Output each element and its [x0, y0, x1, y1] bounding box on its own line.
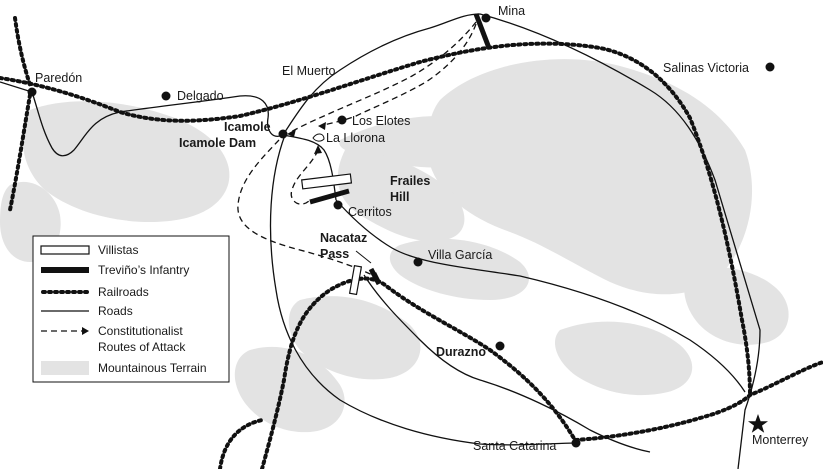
- town-dot-salinas-victoria: [765, 62, 775, 72]
- map-legend: Villistas Treviño’s Infantry Railroads R…: [32, 235, 230, 383]
- legend-villistas-swatch: [40, 245, 90, 255]
- legend-railroads-label: Railroads: [98, 285, 149, 299]
- label-los-elotes: Los Elotes: [352, 114, 410, 128]
- town-markers: [27, 13, 775, 448]
- railroad-north-main: [0, 41, 752, 397]
- trevino-frailes-bar: [309, 188, 350, 205]
- town-dot-durazno: [495, 341, 505, 351]
- monterrey-star-icon: [748, 414, 768, 433]
- terrain-durazno: [288, 296, 421, 380]
- label-salinas-victoria: Salinas Victoria: [663, 61, 749, 75]
- legend-trevino-swatch: [41, 267, 89, 273]
- nacataz-pointer: [355, 250, 372, 264]
- label-mina: Mina: [498, 4, 525, 18]
- trevino-mina-bar: [473, 13, 492, 49]
- label-frailes: Frailes: [390, 174, 430, 188]
- trevino-nacataz-bar: [368, 267, 382, 286]
- terrain-southwest: [234, 346, 345, 433]
- label-icamole-dam: Icamole Dam: [179, 136, 256, 150]
- railroad-paredon-north: [13, 16, 32, 87]
- town-dot-cerritos: [333, 200, 343, 210]
- label-pass: Pass: [320, 247, 349, 261]
- villistas-frailes-bar: [301, 173, 353, 190]
- town-dot-los-elotes: [337, 115, 347, 125]
- terrain-west-range: [22, 101, 230, 222]
- legend-routes-arrowhead: [82, 327, 89, 335]
- road-cerritos-monterrey: [335, 199, 746, 393]
- la-llorona-marker: [312, 133, 325, 142]
- label-villa-garcia: Villa García: [428, 248, 492, 262]
- town-dot-paredon: [27, 87, 37, 97]
- route-mina-icamole: [288, 21, 477, 134]
- railroad-paredon-south: [8, 93, 32, 212]
- route-west-loop: [237, 139, 379, 279]
- legend-trevino-label: Treviño’s Infantry: [98, 263, 189, 277]
- route-frailes-flank: [290, 149, 319, 205]
- label-hill: Hill: [390, 190, 409, 204]
- unit-positions: [301, 13, 492, 296]
- terrain-southeast: [555, 321, 693, 396]
- legend-mountains-label: Mountainous Terrain: [98, 361, 207, 375]
- town-dot-santa-catarina: [571, 438, 581, 448]
- town-dot-villa-garcia: [413, 257, 423, 267]
- terrain-frailes: [337, 150, 465, 242]
- villistas-nacataz-bar: [348, 264, 363, 296]
- label-el-muerto: El Muerto: [282, 64, 336, 78]
- railroad-southwest-spur: [218, 418, 264, 469]
- town-dot-delgado: [161, 91, 171, 101]
- railroads: [0, 16, 823, 469]
- town-dot-icamole: [278, 129, 288, 139]
- label-santa-catarina: Santa Catarina: [473, 439, 556, 453]
- terrain-villa-garcia: [389, 238, 529, 300]
- routes-of-attack: [237, 21, 477, 279]
- label-icamole: Icamole: [224, 120, 271, 134]
- legend-mountains-swatch: [41, 361, 89, 375]
- legend-box: [32, 235, 230, 383]
- road-icamole-mina: [282, 13, 761, 469]
- label-delgado: Delgado: [177, 89, 224, 103]
- railroad-south-main: [260, 276, 823, 469]
- road-south-loop: [269, 134, 576, 446]
- arrow-to-icamole: [287, 129, 296, 137]
- route-mina-los-elotes: [319, 23, 477, 127]
- terrain-mass-east: [427, 59, 753, 295]
- label-durazno: Durazno: [436, 345, 486, 359]
- label-paredon: Paredón: [35, 71, 82, 85]
- legend-routes-label-line1: Constitutionalist: [98, 324, 183, 338]
- label-monterrey: Monterrey: [752, 433, 809, 447]
- label-la-llorona: La Llorona: [326, 131, 385, 145]
- legend-villistas-label: Villistas: [98, 243, 138, 257]
- town-dot-mina: [481, 13, 491, 23]
- legend-routes-label-line2: Routes of Attack: [98, 340, 186, 354]
- legend-roads-label: Roads: [98, 304, 133, 318]
- terrain-east-range: [684, 266, 789, 345]
- arrow-up-frailes: [314, 145, 322, 154]
- place-labels: Mina Paredón El Muerto Salinas Victoria …: [35, 4, 809, 453]
- arrow-to-llorona: [318, 122, 326, 130]
- label-nacataz: Nacataz: [320, 231, 367, 245]
- label-cerritos: Cerritos: [348, 205, 392, 219]
